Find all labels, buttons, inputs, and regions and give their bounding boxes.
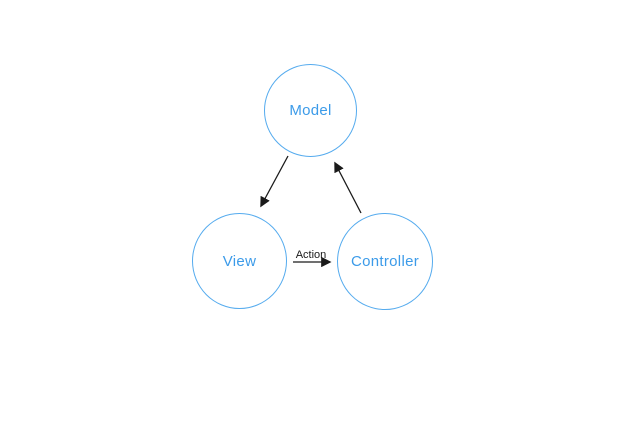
arrow-model-to-view: [260, 155, 289, 208]
node-model: Model: [264, 64, 357, 157]
node-controller-label: Controller: [350, 253, 420, 270]
edge-label-action: Action: [296, 249, 327, 261]
node-controller: Controller: [337, 213, 433, 310]
arrow-controller-to-model: [334, 161, 362, 214]
node-view-label: View: [222, 252, 257, 270]
node-model-label: Model: [289, 102, 332, 119]
node-view: View: [192, 213, 287, 309]
